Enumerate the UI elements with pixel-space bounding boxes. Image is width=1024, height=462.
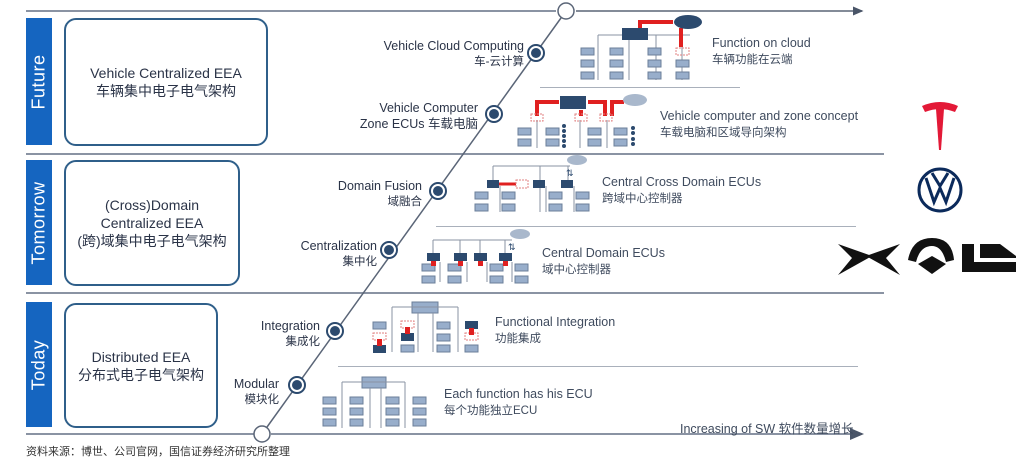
diagram-domain: ⇅: [421, 229, 530, 284]
bottom-axis-line: [26, 433, 254, 435]
top-axis-line: [26, 10, 556, 12]
stage-zh: 集中化: [342, 256, 378, 268]
desc-en: Vehicle computer and zone concept: [660, 109, 859, 123]
divider-stage-1-2: [540, 87, 740, 88]
stage-label-centralization: Centralization 集中化: [301, 238, 377, 270]
stage-en: Centralization: [300, 239, 377, 253]
era-title-en-2: Centralized EEA: [100, 215, 204, 231]
era-title-zh: 分布式电子电气架构: [78, 366, 204, 383]
stage-en-2: Zone ECUs 车载电脑: [359, 117, 478, 131]
stage-node-cloud: [527, 44, 545, 62]
desc-zh: 域中心控制器: [542, 264, 611, 276]
diagram-cloud: [580, 15, 702, 80]
source-footnote: 资料来源：博世、公司官网，国信证券经济研究所整理: [26, 445, 290, 458]
stage-label-modular: Modular 模块化: [234, 376, 279, 408]
stage-zh: 集成化: [285, 336, 321, 348]
diagram-zone: [517, 94, 647, 148]
stage-label-computer: Vehicle Computer Zone ECUs 车载电脑: [360, 100, 478, 132]
stage-desc-domain: Central Domain ECUs 域中心控制器: [542, 245, 665, 279]
desc-en: Function on cloud: [712, 36, 811, 50]
tesla-logo: [922, 102, 958, 150]
era-bar-today: Today: [26, 302, 52, 427]
era-title-en: Distributed EEA: [91, 348, 191, 365]
stage-en: Modular: [233, 377, 279, 391]
stage-desc-cloud: Function on cloud 车辆功能在云端: [712, 35, 811, 69]
svg-text:⇅: ⇅: [566, 168, 574, 178]
start-node: [253, 425, 271, 443]
era-box-future: Vehicle Centralized EEA 车辆集中电子电气架构: [64, 18, 268, 146]
desc-zh: 车辆功能在云端: [712, 54, 793, 66]
era-box-tomorrow: (Cross)Domain Centralized EEA (跨)域集中电子电气…: [64, 160, 240, 286]
desc-zh: 每个功能独立ECU: [444, 405, 538, 417]
stage-label-cloud: Vehicle Cloud Computing 车-云计算: [384, 38, 524, 70]
stage-desc-cross-domain: Central Cross Domain ECUs 跨域中心控制器: [602, 174, 761, 208]
stage-node-centralization: [380, 241, 398, 259]
era-box-today: Distributed EEA 分布式电子电气架构: [64, 303, 218, 428]
era-bar-tomorrow: Tomorrow: [26, 160, 52, 285]
li-auto-logo: [962, 244, 1016, 272]
divider-stage-5-6: [338, 366, 858, 367]
stage-desc-computer: Vehicle computer and zone concept 车载电脑和区…: [660, 108, 858, 142]
desc-en: Central Domain ECUs: [542, 246, 665, 260]
era-title-en: Vehicle Centralized EEA: [90, 65, 242, 81]
stage-zh: 车-云计算: [474, 56, 524, 68]
svg-text:⇅: ⇅: [508, 242, 516, 252]
desc-zh: 功能集成: [495, 333, 541, 345]
stage-node-computer: [485, 105, 503, 123]
desc-en: Functional Integration: [495, 315, 616, 329]
era-title-zh: 车辆集中电子电气架构: [96, 83, 236, 99]
stage-en: Domain Fusion: [337, 179, 422, 193]
nio-logo: [908, 238, 954, 274]
diagram-cross-domain: ⇅: [474, 155, 590, 212]
x-axis-label: Increasing of SW 软件数量增长: [680, 422, 854, 436]
stage-label-fusion: Domain Fusion 域融合: [338, 178, 422, 210]
end-node: [557, 2, 575, 20]
stage-desc-integration: Functional Integration 功能集成: [495, 314, 615, 348]
era-bar-future: Future: [26, 18, 52, 145]
divider-future-tomorrow: [26, 153, 884, 155]
stage-zh: 模块化: [244, 394, 280, 406]
era-title-zh: (跨)域集中电子电气架构: [77, 233, 227, 249]
evolution-diagonal: [261, 10, 567, 435]
desc-en: Each function has his ECU: [444, 387, 593, 401]
stage-node-fusion: [429, 182, 447, 200]
stage-node-modular: [288, 376, 306, 394]
era-title-en: (Cross)Domain: [104, 197, 200, 213]
divider-stage-3-4: [436, 226, 856, 227]
volkswagen-logo: [917, 167, 963, 213]
diagram-modular: [322, 376, 427, 428]
stage-zh: 域融合: [387, 196, 423, 208]
xpeng-logo: [838, 244, 900, 275]
stage-desc-modular: Each function has his ECU 每个功能独立ECU: [444, 386, 593, 420]
desc-zh: 车载电脑和区域导向架构: [660, 127, 787, 139]
stage-en: Vehicle Cloud Computing: [383, 39, 524, 53]
stage-label-integration: Integration 集成化: [261, 318, 320, 350]
stage-en: Vehicle Computer: [379, 101, 478, 115]
diagram-integration: [372, 301, 479, 353]
stage-en: Integration: [260, 319, 320, 333]
desc-zh: 跨域中心控制器: [602, 193, 683, 205]
stage-node-integration: [326, 322, 344, 340]
desc-en: Central Cross Domain ECUs: [602, 175, 762, 189]
divider-tomorrow-today: [26, 292, 884, 294]
